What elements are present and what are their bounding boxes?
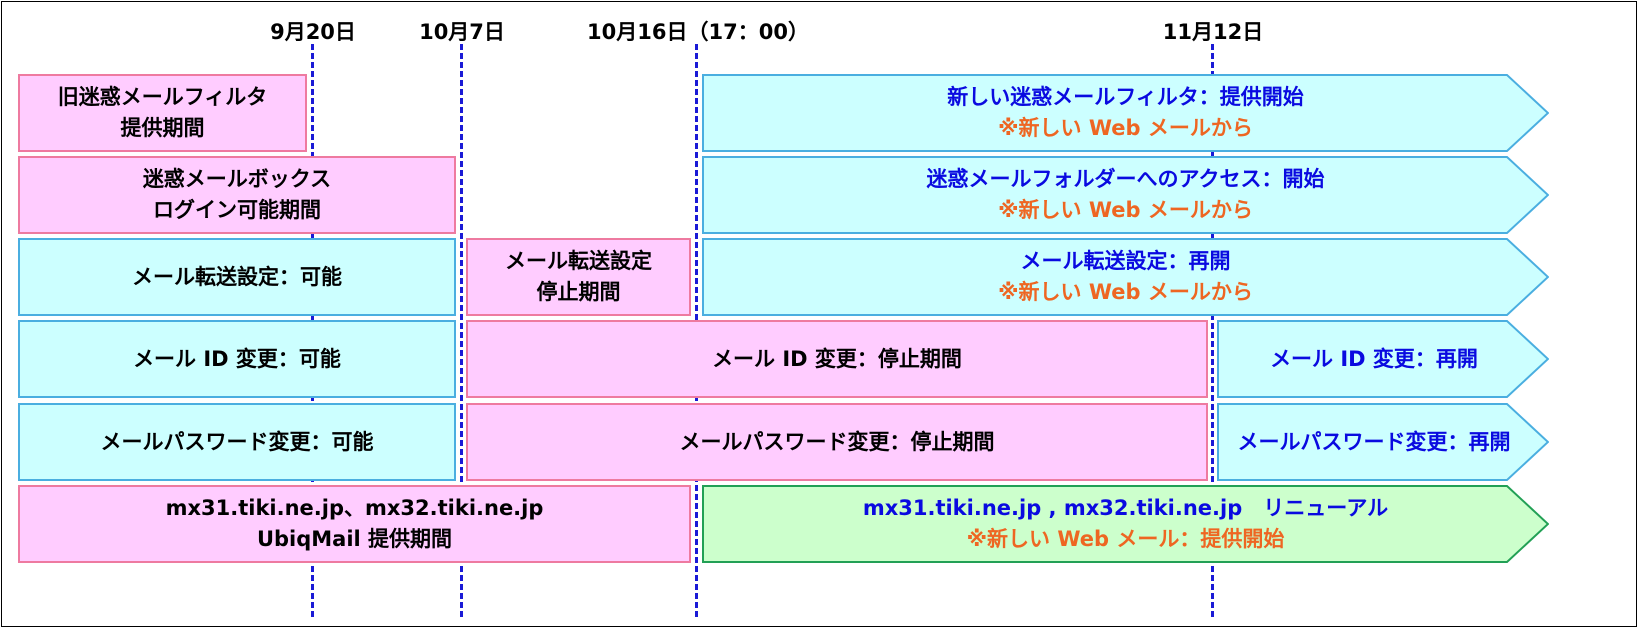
password-change-available: メールパスワード変更：可能 (18, 403, 456, 481)
milestone-line-oct7 (460, 44, 463, 617)
password-available-text: メールパスワード変更：可能 (100, 429, 374, 454)
mail-id-resume-text: メール ID 変更：再開 (1270, 346, 1478, 371)
forward-setting-available: メール転送設定：可能 (18, 238, 456, 316)
mail-id-resume-arrow-shape (1217, 320, 1549, 398)
spam-box-line1: 迷惑メールボックス (142, 167, 332, 191)
spam-box-login-period: 迷惑メールボックス ログイン可能期間 (18, 156, 456, 234)
renewal-arrow-shape (702, 485, 1549, 563)
forward-resume-line2: ※新しい Web メールから (998, 280, 1253, 304)
spam-folder-access-arrow-shape (702, 156, 1549, 234)
renewal-arrow: mx31.tiki.ne.jp , mx32.tiki.ne.jp リニューアル… (702, 485, 1549, 563)
mail-id-resume-arrow: メール ID 変更：再開 (1217, 320, 1549, 398)
new-spam-filter-arrow-shape (702, 74, 1549, 152)
forward-resume-arrow-shape (702, 238, 1549, 316)
forward-resume-line1: メール転送設定：再開 (1020, 249, 1231, 273)
date-label-oct7: 10月7日 (419, 20, 505, 44)
password-change-stop-period: メールパスワード変更：停止期間 (466, 403, 1208, 481)
password-resume-arrow: メールパスワード変更：再開 (1217, 403, 1549, 481)
spam-folder-line1: 迷惑メールフォルダーへのアクセス：開始 (926, 167, 1325, 191)
ubiqmail-line2: UbiqMail 提供期間 (256, 527, 453, 551)
date-label-oct16: 10月16日（17：00） (587, 20, 809, 44)
spam-folder-access-arrow: 迷惑メールフォルダーへのアクセス：開始 ※新しい Web メールから (702, 156, 1549, 234)
old-spam-filter-line2: 提供期間 (120, 116, 205, 140)
date-label-nov12: 11月12日 (1162, 20, 1264, 44)
new-spam-filter-line2: ※新しい Web メールから (998, 116, 1253, 140)
spam-box-line2: ログイン可能期間 (153, 198, 321, 222)
forward-stop-line1: メール転送設定 (505, 249, 652, 273)
forward-stop-line2: 停止期間 (536, 280, 621, 304)
old-spam-filter-line1: 旧迷惑メールフィルタ (57, 85, 268, 109)
password-stop-text: メールパスワード変更：停止期間 (679, 429, 995, 454)
forward-available-text: メール転送設定：可能 (132, 264, 342, 289)
password-resume-text: メールパスワード変更：再開 (1237, 429, 1511, 454)
milestone-line-nov12 (1211, 44, 1214, 617)
renewal-line1: mx31.tiki.ne.jp , mx32.tiki.ne.jp リニューアル (862, 496, 1389, 520)
password-resume-arrow-shape (1217, 403, 1549, 481)
ubiqmail-service-period: mx31.tiki.ne.jp、mx32.tiki.ne.jp UbiqMail… (18, 485, 691, 563)
forward-setting-stop-period: メール転送設定 停止期間 (466, 238, 691, 316)
date-label-sep20: 9月20日 (270, 20, 356, 44)
mail-id-available-text: メール ID 変更：可能 (133, 346, 341, 371)
ubiqmail-line1: mx31.tiki.ne.jp、mx32.tiki.ne.jp (165, 496, 544, 520)
spam-folder-line2: ※新しい Web メールから (998, 198, 1253, 222)
new-spam-filter-arrow: 新しい迷惑メールフィルタ：提供開始 ※新しい Web メールから (702, 74, 1549, 152)
mail-id-change-stop-period: メール ID 変更：停止期間 (466, 320, 1208, 398)
mail-id-change-available: メール ID 変更：可能 (18, 320, 456, 398)
mail-id-stop-text: メール ID 変更：停止期間 (712, 346, 962, 371)
old-spam-filter-period: 旧迷惑メールフィルタ 提供期間 (18, 74, 307, 152)
new-spam-filter-line1: 新しい迷惑メールフィルタ：提供開始 (947, 85, 1304, 109)
renewal-line2: ※新しい Web メール：提供開始 (966, 527, 1285, 551)
forward-resume-arrow: メール転送設定：再開 ※新しい Web メールから (702, 238, 1549, 316)
